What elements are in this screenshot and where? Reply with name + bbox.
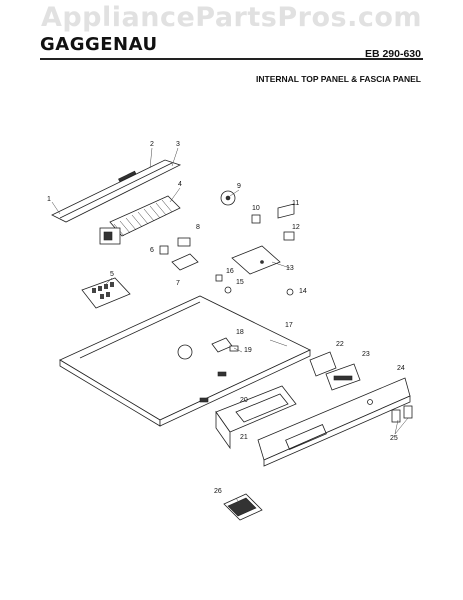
callout-7: 7 — [176, 280, 180, 287]
callout-21: 21 — [240, 434, 248, 441]
part-display-frame — [215, 385, 297, 450]
callout-16: 16 — [226, 268, 234, 275]
model-number: EB 290-630 — [364, 48, 421, 60]
callout-9: 9 — [237, 183, 241, 190]
part-switches — [159, 237, 199, 271]
callout-23: 23 — [362, 351, 370, 358]
part-fascia-panel — [257, 377, 411, 467]
callout-25: 25 — [390, 435, 398, 442]
header-rule — [40, 58, 423, 60]
part-bracket — [231, 245, 281, 275]
callout-17: 17 — [285, 322, 293, 329]
callout-24: 24 — [397, 365, 405, 372]
watermark: AppliancePartsPros.com — [40, 2, 423, 33]
part-rail — [51, 159, 182, 223]
diagram-title: INTERNAL TOP PANEL & FASCIA PANEL — [256, 74, 421, 84]
brand-logo: GAGGENAU — [40, 34, 158, 55]
part-terminal-block — [81, 277, 131, 309]
part-thermostat — [220, 190, 295, 241]
callout-15: 15 — [236, 279, 244, 286]
callout-11: 11 — [292, 200, 300, 207]
callout-12: 12 — [292, 224, 300, 231]
callout-4: 4 — [178, 181, 182, 188]
callout-3: 3 — [176, 141, 180, 148]
callout-10: 10 — [252, 205, 260, 212]
callout-26: 26 — [214, 488, 222, 495]
callout-19: 19 — [244, 347, 252, 354]
part-knob-housing — [309, 351, 361, 391]
callout-8: 8 — [196, 224, 200, 231]
part-small-items — [215, 274, 294, 296]
callout-14: 14 — [299, 288, 307, 295]
callout-2: 2 — [150, 141, 154, 148]
part-latch — [211, 337, 239, 353]
callout-22: 22 — [336, 341, 344, 348]
callout-18: 18 — [236, 329, 244, 336]
leader-lines — [51, 147, 409, 505]
callout-1: 1 — [47, 196, 51, 203]
part-top-panel — [59, 295, 311, 427]
callout-20: 20 — [240, 397, 248, 404]
part-blower — [99, 195, 181, 245]
part-manual — [223, 493, 263, 521]
callout-13: 13 — [286, 265, 294, 272]
callout-5: 5 — [110, 271, 114, 278]
callout-6: 6 — [150, 247, 154, 254]
